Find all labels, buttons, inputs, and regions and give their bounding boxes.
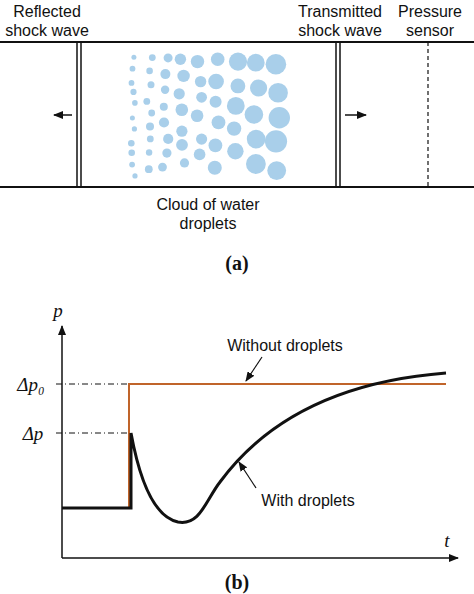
direction-arrow <box>345 114 366 116</box>
annotation-label: Cloud of water droplets <box>143 195 273 233</box>
droplet <box>130 89 136 95</box>
droplet <box>130 115 135 120</box>
leader-arrow <box>246 357 262 381</box>
annotation-label: Transmitted shock wave <box>285 2 395 40</box>
droplet <box>143 98 150 105</box>
droplet <box>130 66 136 72</box>
droplet <box>247 130 266 149</box>
annotation-label: Reflected shock wave <box>2 2 92 40</box>
series-label: Without droplets <box>210 336 360 355</box>
droplet <box>211 53 225 67</box>
sensor-line <box>427 42 428 187</box>
shock-front <box>76 42 78 187</box>
droplet <box>132 126 137 131</box>
droplet <box>158 163 167 172</box>
droplet <box>250 79 267 96</box>
droplet <box>148 110 155 117</box>
droplet <box>146 149 152 155</box>
series-label: With droplets <box>248 491 368 510</box>
droplet <box>245 105 264 124</box>
droplet <box>161 86 169 94</box>
droplet <box>177 70 189 82</box>
shock-front <box>80 42 82 187</box>
droplet <box>210 96 222 108</box>
droplet <box>247 54 265 72</box>
droplet <box>175 54 186 65</box>
droplet <box>164 53 173 62</box>
droplet <box>176 104 189 117</box>
annotation-label: Pressure sensor <box>390 2 470 40</box>
droplet <box>149 54 156 61</box>
leader-arrow <box>239 462 256 488</box>
droplet <box>131 55 136 60</box>
y-axis <box>61 326 63 558</box>
droplet <box>269 107 290 128</box>
droplet <box>191 55 204 68</box>
droplet <box>208 74 224 90</box>
tube-wall <box>0 186 474 188</box>
droplet <box>268 83 288 103</box>
droplet <box>163 134 173 144</box>
x-axis <box>62 557 458 559</box>
droplet <box>196 92 207 103</box>
droplet <box>191 110 204 123</box>
tube-wall <box>0 41 474 43</box>
direction-arrow <box>54 114 72 116</box>
panel-label: (b) <box>217 573 257 592</box>
droplet <box>266 54 287 75</box>
droplet <box>180 158 189 167</box>
reference-line <box>56 433 128 434</box>
droplet <box>231 79 246 94</box>
droplet <box>176 126 187 137</box>
droplet <box>160 69 170 79</box>
droplet <box>176 139 188 151</box>
droplet <box>145 165 153 173</box>
droplet <box>132 173 137 178</box>
axis-label: t <box>437 531 457 550</box>
droplet <box>227 143 243 159</box>
droplet <box>128 140 135 147</box>
droplet-curve <box>62 373 446 522</box>
droplet <box>129 162 135 168</box>
droplet <box>132 100 138 106</box>
axis-tick-label: Δp₀ <box>9 375 53 394</box>
reference-line <box>56 384 128 385</box>
droplet <box>267 161 286 180</box>
droplet <box>246 154 266 174</box>
droplet <box>208 161 222 175</box>
droplet <box>194 149 206 161</box>
droplet <box>148 81 155 88</box>
droplet <box>195 76 206 87</box>
droplet <box>160 103 168 111</box>
droplet <box>162 149 171 158</box>
shock-front <box>339 42 341 187</box>
panel-label: (a) <box>217 254 257 273</box>
shock-front <box>335 42 337 187</box>
axis-label: p <box>48 301 68 320</box>
droplet <box>159 117 169 127</box>
droplet <box>146 122 154 130</box>
droplet <box>146 68 153 75</box>
droplet <box>196 134 207 145</box>
droplet <box>129 80 135 86</box>
droplet <box>209 139 223 153</box>
droplet <box>227 121 241 135</box>
droplet <box>265 130 287 152</box>
droplet <box>174 88 185 99</box>
droplet <box>229 53 247 71</box>
droplet-cloud <box>128 53 290 181</box>
axis-tick-label: Δp <box>13 424 53 443</box>
droplet <box>128 149 135 156</box>
droplet <box>147 136 154 143</box>
droplet <box>227 97 245 115</box>
droplet <box>212 116 226 130</box>
